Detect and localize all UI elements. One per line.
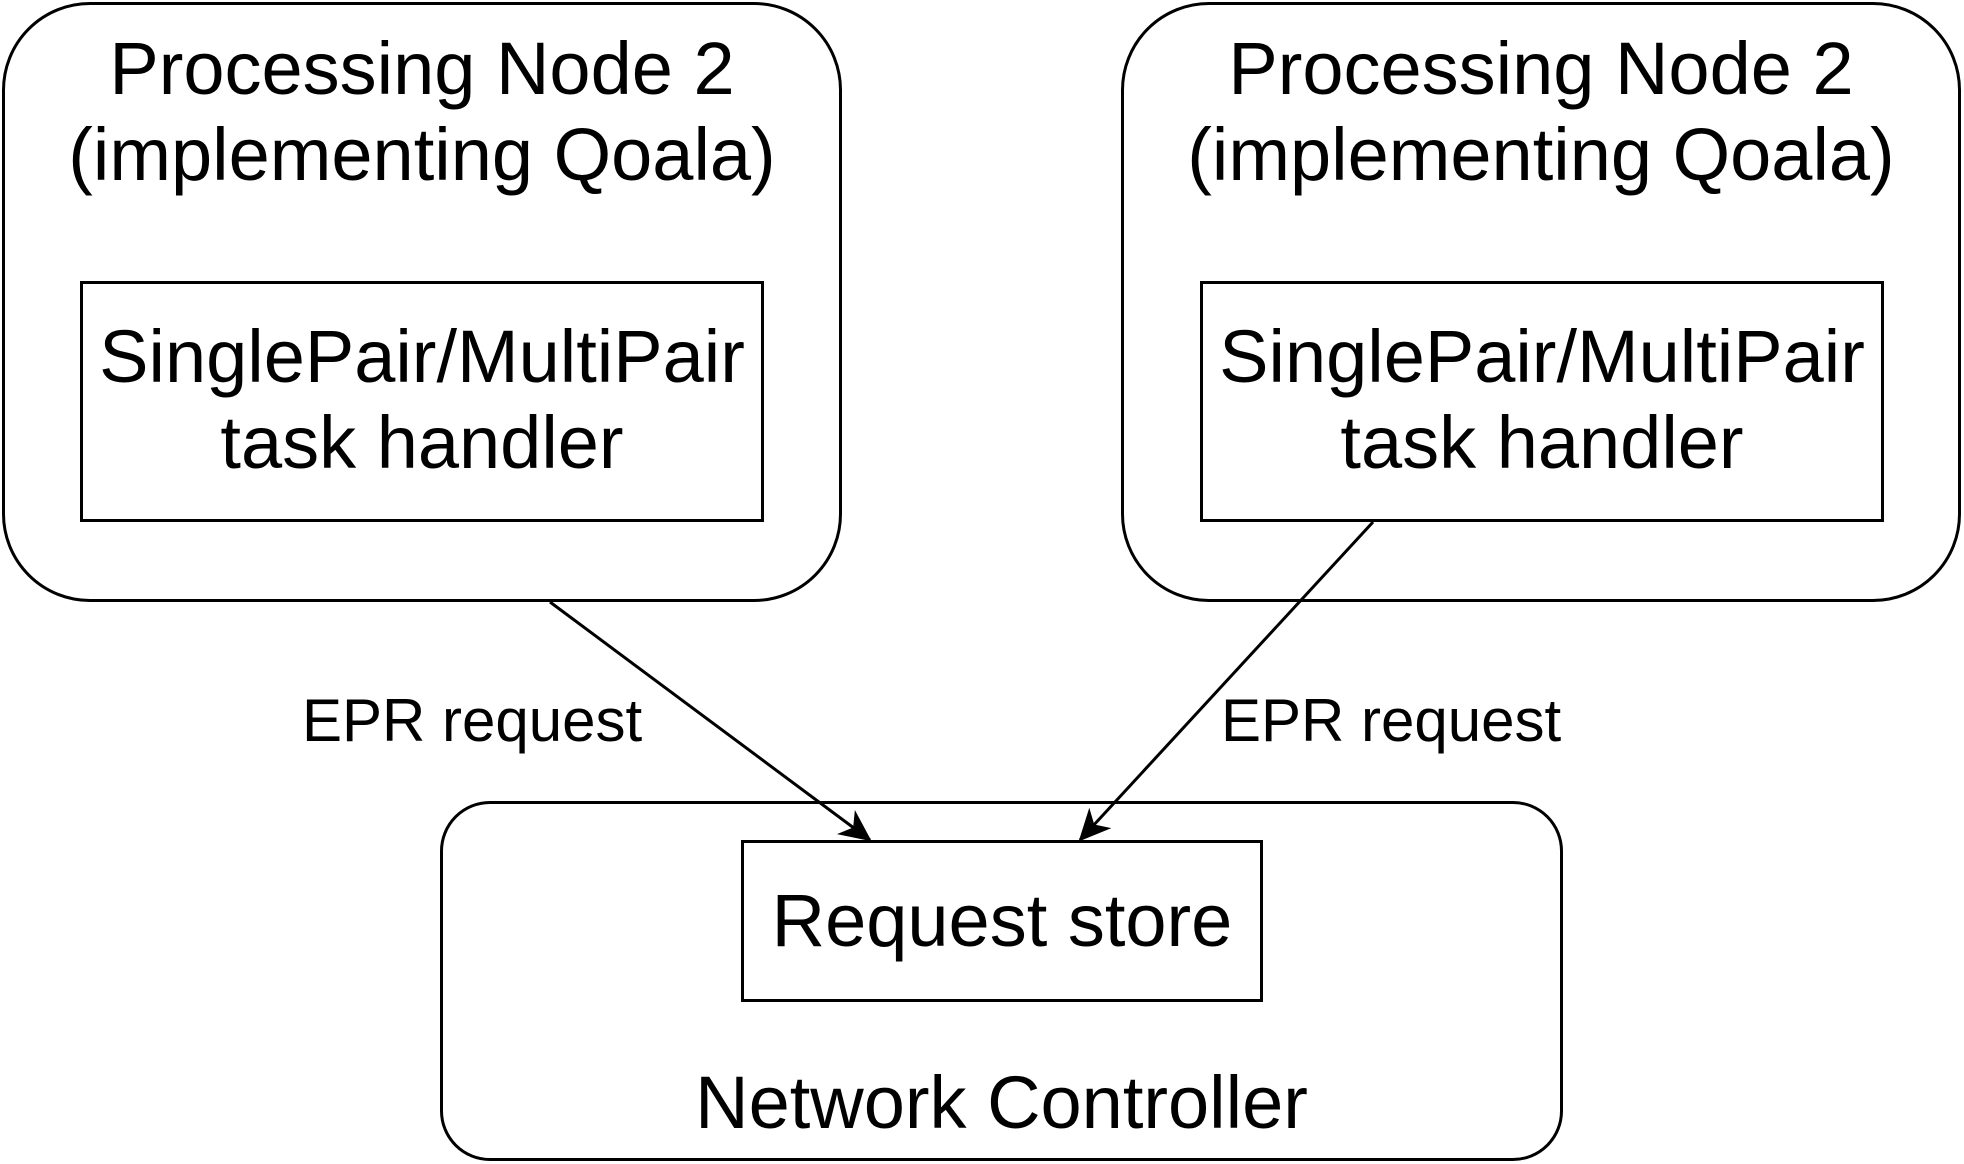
task-handler-right [1200, 281, 1884, 522]
request-store [741, 840, 1263, 1002]
edge-left-label: EPR request [302, 687, 643, 754]
task-handler-left [80, 281, 764, 522]
task-handler-right-label: SinglePair/MultiPair task handler [1200, 314, 1884, 486]
task-handler-left-line1: SinglePair/MultiPair [99, 315, 745, 398]
processing-node-left-title-line2: (implementing Qoala) [68, 113, 776, 196]
request-store-label: Request store [771, 879, 1233, 962]
task-handler-right-line2: task handler [1340, 401, 1744, 484]
processing-node-right-title-line2: (implementing Qoala) [1187, 113, 1895, 196]
processing-node-left-title: Processing Node 2 (implementing Qoala) [2, 26, 842, 198]
task-handler-right-line1: SinglePair/MultiPair [1219, 315, 1865, 398]
processing-node-right-title: Processing Node 2 (implementing Qoala) [1121, 26, 1961, 198]
processing-node-right-title-line1: Processing Node 2 [1228, 27, 1854, 110]
network-controller-title: Network Controller [695, 1061, 1308, 1144]
task-handler-left-label: SinglePair/MultiPair task handler [80, 314, 764, 486]
edge-right-label: EPR request [1221, 687, 1562, 754]
processing-node-left-title-line1: Processing Node 2 [109, 27, 735, 110]
task-handler-left-line2: task handler [220, 401, 624, 484]
